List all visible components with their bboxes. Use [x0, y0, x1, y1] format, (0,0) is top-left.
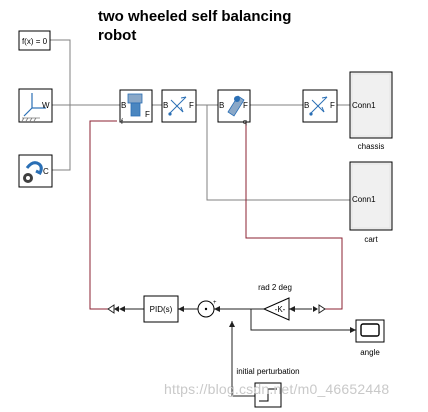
ps-input-port-icon	[114, 306, 119, 312]
transform1-base-port: B	[163, 101, 168, 110]
perturbation-label: initial perturbation	[236, 367, 299, 376]
perturbation-step-block[interactable]: initial perturbation	[236, 367, 300, 408]
joint1-follower-port: F	[145, 110, 150, 119]
config-link	[52, 105, 71, 171]
solver-configuration-block[interactable]: f(x) = 0	[18, 30, 51, 51]
perturbation-to-sum-line	[231, 321, 255, 397]
transform2-base-port: B	[304, 101, 309, 110]
ps-input-arrow-icon	[119, 306, 125, 312]
ps-output-port-icon	[313, 306, 318, 312]
watermark: https://blog.csdn.net/m0_46652448	[164, 381, 390, 397]
gain-value: -K-	[275, 305, 286, 314]
arrow-scope-in	[350, 327, 356, 333]
sum-sign-icon: +	[213, 300, 217, 306]
joint1-force-port: f	[121, 119, 123, 126]
joint1-base-port: B	[121, 101, 126, 110]
arrow-pid-in	[178, 306, 184, 312]
gain-block[interactable]: -K- rad 2 deg	[258, 283, 292, 321]
sensor-signal-lines	[89, 120, 343, 310]
world-frame-block[interactable]: W	[18, 88, 53, 123]
arrow-perturb-in	[229, 321, 235, 327]
gain-to-scope-line	[250, 309, 356, 331]
transform1-follower-port: F	[189, 101, 194, 110]
joint2-angle-port: q	[243, 119, 247, 126]
ground-hatch-icon	[21, 117, 40, 122]
rigid-transform-block-2[interactable]: B F	[302, 89, 338, 123]
arrow-gain-in	[289, 306, 295, 312]
prismatic-joint-icon	[127, 93, 143, 104]
cart-subsystem-block[interactable]: Conn1 cart	[349, 161, 393, 244]
solver-label: f(x) = 0	[22, 37, 48, 46]
signal-converters[interactable]	[107, 304, 326, 314]
chassis-port-label: Conn1	[352, 101, 376, 110]
solver-link	[50, 39, 71, 105]
arrow-sum-in	[214, 306, 220, 312]
joint2-base-port: B	[219, 101, 224, 110]
scope-screen-icon	[360, 323, 380, 337]
cart-port-label: Conn1	[352, 195, 376, 204]
config-port-label: C	[43, 167, 49, 176]
sum-block[interactable]: +	[197, 300, 217, 318]
joint1-force-signal	[89, 120, 117, 310]
world-frame-icon	[23, 93, 46, 117]
step-signal-icon	[259, 388, 277, 402]
arrowheads	[178, 306, 356, 333]
joint2-q-signal	[245, 121, 343, 310]
rigid-transform-icon	[168, 96, 187, 115]
transform2-follower-port: F	[330, 101, 335, 110]
pid-label: PID(s)	[150, 305, 173, 314]
diagram-title: two wheeled self balancing robot	[98, 8, 292, 44]
simulink-ps-converter-icon[interactable]	[107, 304, 115, 314]
joint2-follower-port: F	[243, 101, 248, 110]
gain-label: rad 2 deg	[258, 283, 292, 292]
joint2-to-cart-link	[206, 105, 350, 201]
chassis-label: chassis	[358, 142, 385, 151]
revolute-joint-block[interactable]: B F q	[217, 89, 251, 126]
scope-block[interactable]: angle	[355, 319, 385, 357]
chassis-subsystem-block[interactable]: Conn1 chassis	[349, 71, 393, 151]
pid-controller-block[interactable]: PID(s)	[143, 295, 179, 323]
rigid-transform-icon	[309, 96, 328, 115]
cart-label: cart	[364, 235, 378, 244]
rigid-transform-block-1[interactable]: B F	[161, 89, 197, 123]
world-port-label: W	[42, 101, 50, 110]
mechanism-configuration-block[interactable]: C	[18, 154, 53, 188]
prismatic-joint-block[interactable]: B F f	[119, 89, 153, 126]
revolute-joint-icon	[227, 95, 245, 117]
physical-connections	[50, 39, 350, 201]
ps-simulink-converter-icon[interactable]	[318, 304, 326, 314]
robot-arm-icon	[25, 161, 43, 176]
scope-label: angle	[360, 348, 380, 357]
